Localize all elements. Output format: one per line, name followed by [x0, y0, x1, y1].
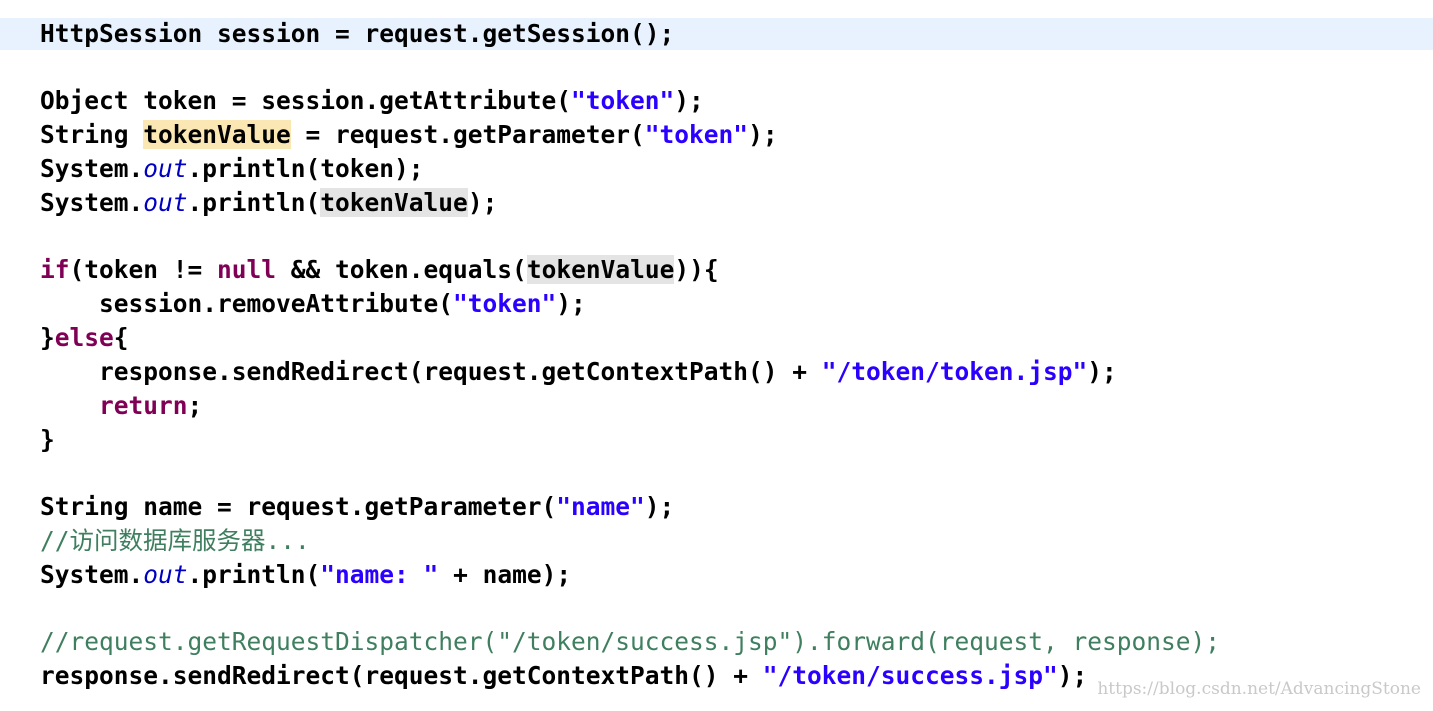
code-text: ); — [467, 188, 498, 217]
code-line-9[interactable]: session.removeAttribute("token"); — [40, 287, 586, 321]
code-text: session.removeAttribute( — [40, 289, 454, 318]
code-text: } — [40, 323, 55, 352]
code-line-11[interactable]: response.sendRedirect(request.getContext… — [40, 355, 1117, 389]
string-literal: "name: " — [320, 560, 439, 589]
code-line-1[interactable]: HttpSession session = request.getSession… — [40, 17, 674, 51]
code-line-5[interactable]: System.out.println(token); — [40, 152, 424, 186]
code-text: ; — [187, 391, 203, 420]
variable-declaration-highlight: tokenValue — [143, 120, 291, 149]
code-text: String name = request.getParameter( — [40, 492, 557, 521]
code-line-8[interactable]: if(token != null && token.equals(tokenVa… — [40, 253, 719, 287]
string-literal: "/token/success.jsp" — [762, 661, 1058, 690]
code-comment: //访问数据库服务器... — [40, 526, 310, 555]
string-literal: "token" — [453, 289, 557, 318]
code-text: System. — [40, 154, 144, 183]
keyword: if — [40, 255, 70, 284]
code-text: Object token = session.getAttribute( — [40, 86, 572, 115]
code-text: ); — [1057, 661, 1088, 690]
code-text: )){ — [674, 255, 719, 284]
code-text: ); — [1087, 357, 1117, 386]
variable-occurrence-highlight: tokenValue — [526, 255, 675, 284]
current-line-highlight — [0, 18, 1433, 50]
static-field: out — [143, 560, 188, 589]
variable-occurrence-highlight: tokenValue — [320, 188, 468, 217]
code-line-16[interactable]: //访问数据库服务器... — [40, 524, 310, 558]
code-line-20[interactable]: response.sendRedirect(request.getContext… — [40, 659, 1087, 693]
code-text: System. — [40, 188, 144, 217]
code-line-17[interactable]: System.out.println("name: " + name); — [40, 558, 571, 592]
code-text: HttpSession session = request.getSession… — [40, 19, 675, 48]
code-text: response.sendRedirect(request.getContext… — [40, 357, 822, 386]
code-line-10[interactable]: }else{ — [40, 321, 129, 355]
code-text: (token != — [69, 255, 218, 284]
code-line-13[interactable]: } — [40, 423, 55, 457]
code-text: = request.getParameter( — [290, 120, 645, 149]
code-line-4[interactable]: String tokenValue = request.getParameter… — [40, 118, 778, 152]
string-literal: "/token/token.jsp" — [821, 357, 1088, 386]
keyword: null — [217, 255, 277, 284]
code-line-12[interactable]: return; — [40, 389, 202, 423]
code-comment: //request.getRequestDispatcher("/token/s… — [40, 627, 1221, 656]
code-text — [40, 391, 99, 420]
keyword: else — [54, 323, 114, 352]
code-line-6[interactable]: System.out.println(tokenValue); — [40, 186, 497, 220]
code-text: && token.equals( — [276, 255, 527, 284]
code-text: .println( — [187, 560, 321, 589]
code-text: String — [40, 120, 144, 149]
string-literal: "token" — [644, 120, 749, 149]
code-text: ); — [556, 289, 586, 318]
code-text: } — [40, 425, 55, 454]
string-literal: "token" — [571, 86, 675, 115]
string-literal: "name" — [556, 492, 645, 521]
code-line-19[interactable]: //request.getRequestDispatcher("/token/s… — [40, 625, 1220, 659]
static-field: out — [143, 188, 188, 217]
code-text: ); — [748, 120, 778, 149]
code-line-15[interactable]: String name = request.getParameter("name… — [40, 490, 674, 524]
code-text: .println( — [187, 188, 321, 217]
code-text: .println(token); — [187, 154, 424, 183]
code-text: + name); — [438, 560, 572, 589]
code-text: ); — [644, 492, 675, 521]
code-text: System. — [40, 560, 144, 589]
keyword: return — [99, 391, 188, 420]
code-text: { — [113, 323, 129, 352]
code-text: response.sendRedirect(request.getContext… — [40, 661, 763, 690]
code-text: ); — [674, 86, 704, 115]
static-field: out — [143, 154, 188, 183]
watermark-url: https://blog.csdn.net/AdvancingStone — [1097, 679, 1421, 699]
code-line-3[interactable]: Object token = session.getAttribute("tok… — [40, 84, 704, 118]
